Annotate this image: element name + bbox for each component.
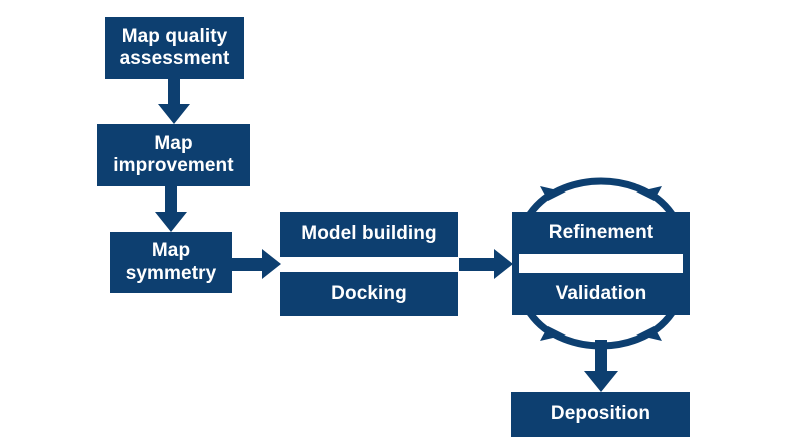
node-map-improvement-label: Map improvement: [113, 132, 234, 176]
node-model-building-label: Model building: [301, 223, 437, 245]
node-map-symmetry[interactable]: Map symmetry: [110, 232, 232, 293]
edge-building-to-refinement: [459, 249, 513, 279]
node-validation-label: Validation: [555, 282, 647, 304]
node-refinement-label: Refinement: [548, 221, 654, 243]
edge-refinement-validation-cycle-top: [527, 177, 675, 217]
node-model-building[interactable]: Model building: [280, 212, 458, 257]
cycle-gap-connector-left: [512, 252, 519, 273]
node-map-quality-assessment[interactable]: Map quality assessment: [105, 17, 244, 79]
edge-cycle-to-deposition: [584, 340, 618, 392]
node-docking[interactable]: Docking: [280, 272, 458, 316]
node-deposition-label: Deposition: [550, 403, 651, 425]
cycle-gap-connector-right: [683, 252, 690, 273]
node-map-symmetry-label: Map symmetry: [125, 240, 217, 284]
edge-symmetry-to-building: [232, 249, 281, 279]
node-map-quality-assessment-label: Map quality assessment: [119, 25, 230, 69]
node-deposition[interactable]: Deposition: [511, 392, 690, 437]
edge-improvement-to-symmetry: [155, 186, 187, 232]
node-docking-label: Docking: [331, 282, 407, 304]
edge-quality-to-improvement: [158, 79, 190, 124]
node-validation[interactable]: Validation: [512, 273, 690, 315]
node-map-improvement[interactable]: Map improvement: [97, 124, 250, 186]
node-refinement[interactable]: Refinement: [512, 212, 690, 254]
